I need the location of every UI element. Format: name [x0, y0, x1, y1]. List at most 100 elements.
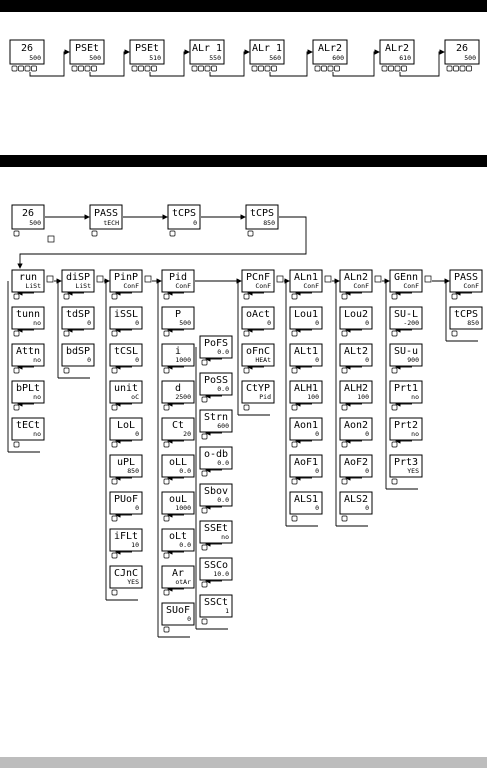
keypad-key-icon — [111, 478, 118, 485]
display-upper: tCPS — [172, 208, 196, 219]
display-upper: AoF1 — [294, 457, 318, 468]
display-frame — [389, 269, 423, 293]
keypad-key-icon — [63, 330, 70, 337]
flow-line — [29, 49, 70, 77]
display-upper: ALr2 — [318, 43, 342, 54]
display-upper: Prt3 — [394, 457, 418, 468]
display-lower: 500 — [179, 319, 191, 327]
keypad-key-icon — [163, 441, 170, 448]
display-upper: SSCo — [204, 560, 228, 571]
keypad-key-icon — [291, 515, 298, 522]
display-frame — [109, 306, 143, 330]
display-frame — [199, 335, 233, 359]
display-frame — [245, 204, 279, 230]
flow-line — [332, 49, 380, 77]
display-frame — [379, 39, 415, 65]
display-upper: iFLt — [114, 531, 138, 542]
keypad-key-icon — [453, 65, 459, 72]
display-frame — [199, 557, 233, 581]
display-frame — [89, 204, 123, 230]
display-frame — [199, 372, 233, 396]
keypad-key-icon — [111, 404, 118, 411]
keypad-key-icon — [111, 589, 118, 596]
display-lower: ConF — [255, 282, 271, 290]
display-lower: 0.0 — [217, 385, 229, 393]
display-frame — [339, 306, 373, 330]
display-frame — [199, 483, 233, 507]
display-lower: 0 — [267, 319, 271, 327]
display-upper: SSCt — [204, 597, 228, 608]
display-upper: Aon1 — [294, 420, 318, 431]
display-lower: 550 — [209, 54, 221, 62]
display-lower: YES — [407, 467, 419, 475]
keypad-key-icon — [391, 478, 398, 485]
keypad-key-icon — [341, 293, 348, 300]
display-upper: tdSP — [66, 309, 90, 320]
display-upper: d — [175, 383, 181, 394]
display-upper: PSEt — [135, 43, 159, 54]
display-upper: PoSS — [204, 375, 228, 386]
display-upper: run — [19, 272, 37, 283]
keypad-key-icon — [341, 367, 348, 374]
display-frame — [11, 269, 45, 293]
display-frame — [161, 528, 195, 552]
display-frame — [389, 306, 423, 330]
display-frame — [389, 454, 423, 478]
keypad-key-icon — [163, 626, 170, 633]
keypad-key-icon — [424, 275, 432, 283]
display-frame — [109, 417, 143, 441]
display-lower: 1000 — [175, 504, 191, 512]
display-lower: HEAt — [255, 356, 271, 364]
keypad-key-icon — [391, 441, 398, 448]
display-frame — [289, 343, 323, 367]
display-frame — [289, 491, 323, 515]
keypad-key-icon — [71, 65, 78, 72]
display-lower: 0.0 — [179, 541, 191, 549]
keypad-key-icon — [13, 404, 20, 411]
display-upper: PSEt — [75, 43, 99, 54]
keypad-key-icon — [91, 65, 97, 72]
display-upper: 26 — [21, 43, 33, 54]
display-lower: LiSt — [25, 282, 41, 290]
display-lower: 900 — [407, 356, 419, 364]
display-upper: ALH1 — [294, 383, 318, 394]
display-frame — [11, 343, 45, 367]
display-frame — [109, 454, 143, 478]
display-frame — [11, 380, 45, 404]
keypad-key-icon — [291, 367, 298, 374]
section-header-bar-top — [0, 0, 487, 12]
display-frame — [161, 565, 195, 589]
keypad-key-icon — [446, 65, 453, 72]
display-lower: ConF — [353, 282, 369, 290]
keypad-key-icon — [341, 404, 348, 411]
keypad-key-icon — [151, 65, 157, 72]
display-upper: tunn — [16, 309, 40, 320]
display-lower: 0 — [135, 319, 139, 327]
display-lower: no — [33, 393, 41, 401]
keypad-key-icon — [18, 65, 24, 72]
display-frame — [167, 204, 201, 230]
display-lower: 0.0 — [217, 459, 229, 467]
display-lower: otAr — [175, 578, 191, 586]
display-upper: ALH2 — [344, 383, 368, 394]
display-upper: PCnF — [246, 272, 270, 283]
display-upper: Attn — [16, 346, 40, 357]
display-frame — [449, 306, 483, 330]
display-frame — [61, 269, 95, 293]
